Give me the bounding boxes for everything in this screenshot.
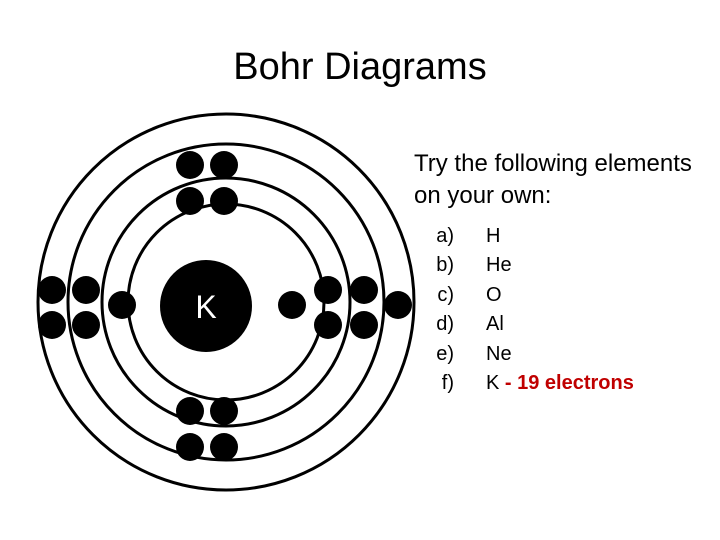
list-item: a) H	[430, 222, 710, 251]
element-list: a) H b) He c) O d) Al e) Ne f) K - 19 el…	[430, 222, 710, 398]
electron	[350, 311, 378, 339]
list-item: e) Ne	[430, 340, 710, 369]
list-item: c) O	[430, 281, 710, 310]
electron	[72, 311, 100, 339]
electron	[176, 433, 204, 461]
element-symbol: O	[486, 283, 502, 306]
nucleus	[160, 260, 252, 352]
element-symbol: H	[486, 225, 501, 247]
nucleus-label: K	[195, 289, 216, 325]
electron	[314, 311, 342, 339]
list-item: d) Al	[430, 310, 710, 339]
electron	[210, 397, 238, 425]
element-symbol: K	[486, 372, 500, 395]
instructions-text: Try the following elements on your own:	[414, 150, 692, 209]
list-marker: a)	[436, 225, 454, 247]
electron	[350, 276, 378, 304]
list-marker: f)	[441, 372, 454, 395]
electron	[38, 311, 66, 339]
electron	[176, 151, 204, 179]
element-note: - 19 electrons	[499, 372, 634, 395]
electron	[384, 291, 412, 319]
electron	[72, 276, 100, 304]
electron	[38, 276, 66, 304]
slide-title: Bohr Diagrams	[233, 46, 487, 88]
list-item: f) K - 19 electrons	[430, 369, 710, 398]
electron	[210, 433, 238, 461]
electron	[108, 291, 136, 319]
element-symbol: Ne	[486, 342, 512, 365]
list-marker: d)	[436, 313, 454, 336]
electron	[210, 151, 238, 179]
list-marker: e)	[436, 342, 454, 365]
electron	[278, 291, 306, 319]
electron-shell-4	[36, 112, 416, 492]
electron	[314, 276, 342, 304]
list-marker: c)	[437, 283, 454, 306]
electron	[176, 397, 204, 425]
electron	[176, 187, 204, 215]
element-symbol: Al	[486, 313, 504, 336]
list-item: b) He	[430, 251, 710, 280]
electron	[210, 187, 238, 215]
list-marker: b)	[436, 254, 454, 277]
element-symbol: He	[486, 254, 512, 277]
